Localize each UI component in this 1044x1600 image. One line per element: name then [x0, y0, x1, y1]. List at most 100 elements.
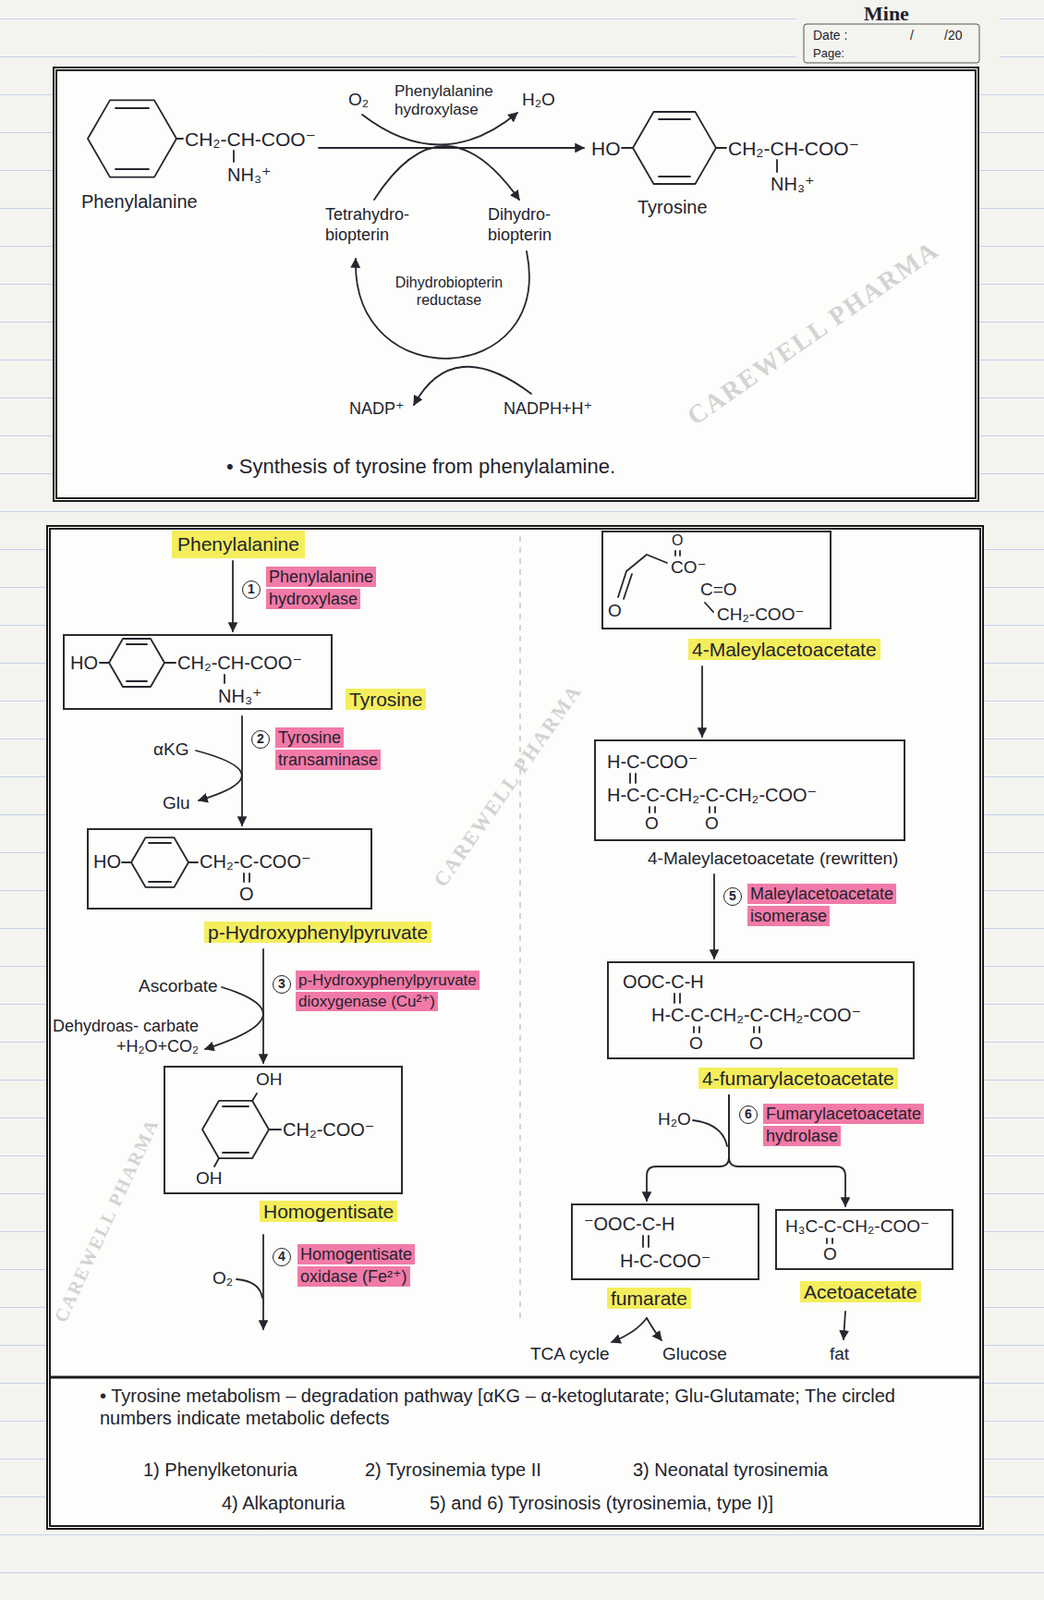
double-bond — [148, 842, 171, 882]
fate-arrow — [843, 1311, 846, 1339]
text-slot: CH₂-CH-COO⁻ — [728, 136, 860, 160]
text-slot: H-C-COO⁻ — [619, 1249, 711, 1272]
text-slot: 1) Phenylketonuria — [143, 1457, 298, 1481]
benzene-ring — [632, 111, 717, 184]
text-label: TCA cycle — [530, 1343, 610, 1363]
text-slot: ⁻OOC-C-H — [583, 1212, 675, 1235]
text-slot: 2) Tyrosinemia type II — [364, 1457, 542, 1481]
text-label: 1) Phenylketonuria — [143, 1458, 298, 1480]
text-label: O — [704, 813, 719, 833]
compound-box: 4-MaleylacetoacetateOCO⁻C=OCH₂-COO⁻O — [601, 530, 887, 664]
header-ground — [796, 0, 1000, 65]
brand-mark: Mine — [863, 1, 910, 25]
text-slot: Mine — [863, 1, 910, 26]
text-slot: TCA cycle — [530, 1343, 610, 1365]
text-slot: Phenylalanine hydroxylase — [394, 82, 524, 121]
compound-name: 4-fumarylacetoacetate — [698, 1067, 899, 1089]
text-label: NH₃⁺ — [218, 685, 263, 706]
text-slot: Tyrosine — [637, 195, 708, 219]
text-slot: H-C-C-CH₂-C-CH₂-COO⁻ — [606, 783, 817, 806]
text-slot: Page: — [813, 46, 845, 61]
text-label: Dihydro- biopterin — [487, 205, 552, 244]
cosubstrate-arc — [205, 986, 264, 1049]
pathway-arrow — [231, 560, 234, 632]
text-slot: Fumarylacetoacetate hydrolase — [763, 1102, 939, 1148]
text-slot: 4) Alkaptonuria — [221, 1491, 345, 1514]
double-bond — [658, 119, 691, 177]
text-slot: O — [607, 600, 622, 622]
compound-box: 4-fumarylacetoacetateOOC-C-HH-C-C-CH₂-C-… — [606, 960, 904, 1093]
text-label: Phenylalanine — [81, 191, 198, 212]
text-label: Glu — [162, 792, 191, 813]
pathway-arrow — [241, 716, 243, 826]
text-label: H₃C-C-CH₂-COO⁻ — [785, 1215, 930, 1236]
caption-divider — [50, 1375, 980, 1379]
text-slot: CH₂-C-COO⁻ — [199, 849, 312, 873]
text-label: Tetrahydro- biopterin — [325, 205, 410, 244]
pathway-arrow — [646, 1094, 729, 1201]
compound-box: Homogentisate OH CH₂-COO⁻ OH — [163, 1065, 403, 1226]
text-slot: NH₃⁺ — [770, 172, 815, 195]
enzyme-name: Phenylalanine hydroxylase — [266, 566, 377, 609]
text-slot: Date : — [813, 27, 848, 44]
text-label: Glucose — [662, 1343, 728, 1363]
compound-box: 4-Maleylacetoacetate (rewritten) H-C-COO⁻… — [594, 739, 904, 872]
text-slot: p-Hydroxyphenylpyruvate dioxygenase (Cu²… — [295, 970, 504, 1013]
text-slot: Glu — [162, 792, 191, 814]
text-label: NADPH+H⁺ — [503, 399, 593, 418]
text-label: NH₃⁺ — [770, 173, 815, 195]
compound-name: 4-Maleylacetoacetate — [688, 638, 881, 660]
text-slot: NADP⁺ — [349, 399, 405, 420]
text-slot: O — [239, 882, 255, 905]
text-label: O — [239, 883, 255, 904]
text-label: CO⁻ — [670, 557, 707, 577]
text-slot: Ascorbate — [138, 975, 219, 997]
text-label: NADP⁺ — [349, 399, 405, 418]
text-label: αKG — [153, 739, 189, 759]
panel-ground — [46, 524, 984, 1530]
cofactor-arc — [413, 366, 532, 405]
text-slot: CH₂-CH-COO⁻ — [177, 651, 303, 674]
text-slot: O — [644, 813, 659, 835]
text-label: 4) Alkaptonuria — [221, 1492, 345, 1513]
text-slot: NH₃⁺ — [218, 684, 263, 707]
text-slot: O — [689, 1032, 704, 1055]
text-label: 3) Neonatal tyrosinemia — [632, 1458, 828, 1480]
text-label: NH₃⁺ — [227, 164, 272, 185]
text-label: O — [644, 813, 659, 833]
text-slot: 6 — [739, 1104, 758, 1124]
text-slot: 4-Maleylacetoacetate (rewritten) — [647, 848, 899, 870]
date-box — [803, 24, 980, 63]
text-label: Dihydrobiopterin reductase — [395, 274, 504, 308]
cosubstrate-arc — [195, 750, 243, 801]
callout-number: 4 — [272, 1247, 292, 1266]
text-slot: 1 — [242, 580, 261, 599]
compound-name: p-Hydroxyphenylpyruvate — [204, 921, 432, 943]
text-slot: OH — [195, 1167, 223, 1190]
callout-number: 5 — [723, 886, 742, 906]
reaction-arrow — [262, 1234, 265, 1329]
text-label: O — [823, 1243, 838, 1263]
text-slot: p-Hydroxyphenylpyruvate — [204, 920, 432, 944]
callout-number: 1 — [242, 580, 261, 599]
text-slot: 4 — [272, 1247, 292, 1266]
text-slot: Maleylacetoacetate isomerase — [747, 882, 914, 928]
compound-name: Homogentisate — [259, 1200, 398, 1222]
benzene-ring — [131, 837, 189, 887]
text-label: CH₂-C-COO⁻ — [199, 850, 312, 872]
text-slot: / — [910, 27, 914, 44]
text-slot: O — [749, 1032, 764, 1055]
text-label: OH — [255, 1068, 283, 1089]
text-slot: Dehydroas- carbate +H₂O+CO₂ — [36, 1016, 199, 1057]
pathway-arrow — [713, 874, 716, 959]
text-label: CH₂-COO⁻ — [282, 1118, 375, 1140]
text-label: CH₂-CH-COO⁻ — [184, 128, 316, 150]
text-slot: • Synthesis of tyrosine from phenylalami… — [226, 454, 800, 479]
enzyme-name: Fumarylacetoacetate hydrolase — [763, 1103, 924, 1146]
text-slot: Homogentisate — [259, 1199, 398, 1223]
text-label: H-C-COO⁻ — [606, 751, 698, 772]
text-slot: Dihydrobiopterin reductase — [386, 273, 512, 309]
text-slot: Tyrosine — [345, 687, 426, 711]
enzyme-name: Tyrosine transaminase — [275, 727, 381, 770]
